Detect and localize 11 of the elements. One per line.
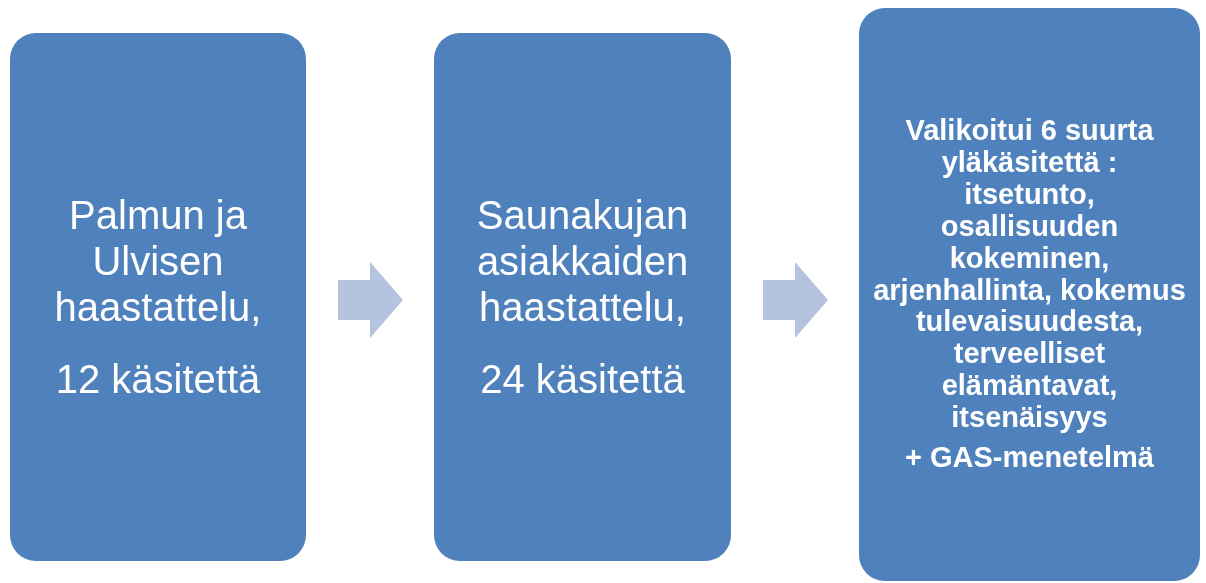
box-text: Saunakujan asiakkaiden haastattelu, — [475, 192, 690, 330]
box-text: Palmun ja Ulvisen haastattelu, — [53, 192, 263, 330]
process-box — [10, 33, 306, 561]
box-text: 12 käsitettä — [55, 356, 261, 402]
box-text: + GAS-menetelmä — [905, 442, 1154, 474]
block-arrow — [763, 262, 828, 338]
box-text: Valikoitui 6 suurta yläkäsitettä : itsetunto, osallisuuden kokeminen, arjenhallinta, kokemus tulevaisuudesta, terveelliset elämäntavat, itsenäisyys — [873, 115, 1186, 434]
process-box — [434, 33, 731, 561]
box-text: 24 käsitettä — [480, 356, 685, 402]
block-arrow — [338, 262, 403, 338]
process-box — [859, 8, 1200, 581]
